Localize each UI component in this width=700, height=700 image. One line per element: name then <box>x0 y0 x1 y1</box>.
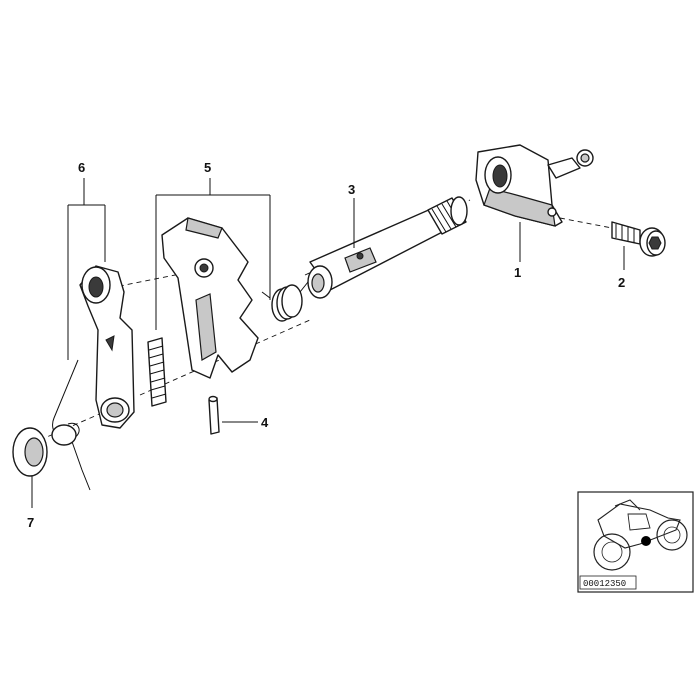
motorcycle-icon <box>593 499 688 571</box>
part-1-bracket <box>475 144 594 262</box>
location-thumbnail: 00012350 <box>577 491 694 593</box>
part-4-pin <box>208 395 258 435</box>
part-7-washer <box>12 427 48 508</box>
part-6-lever <box>67 178 135 429</box>
callout-7: 7 <box>27 515 34 530</box>
diagram-code: 00012350 <box>583 579 626 589</box>
callout-4: 4 <box>261 415 269 430</box>
compression-spring <box>147 337 167 407</box>
callout-3: 3 <box>348 182 355 197</box>
torsion-spring <box>261 281 309 322</box>
callout-5: 5 <box>204 160 211 175</box>
wire-spring <box>51 359 91 491</box>
callout-6: 6 <box>78 160 85 175</box>
location-marker <box>641 536 651 546</box>
part-5-pawl <box>155 178 271 379</box>
callout-2: 2 <box>618 275 625 290</box>
part-2-screw <box>611 221 666 270</box>
part-3-shaft <box>307 196 468 299</box>
callout-1: 1 <box>514 265 521 280</box>
